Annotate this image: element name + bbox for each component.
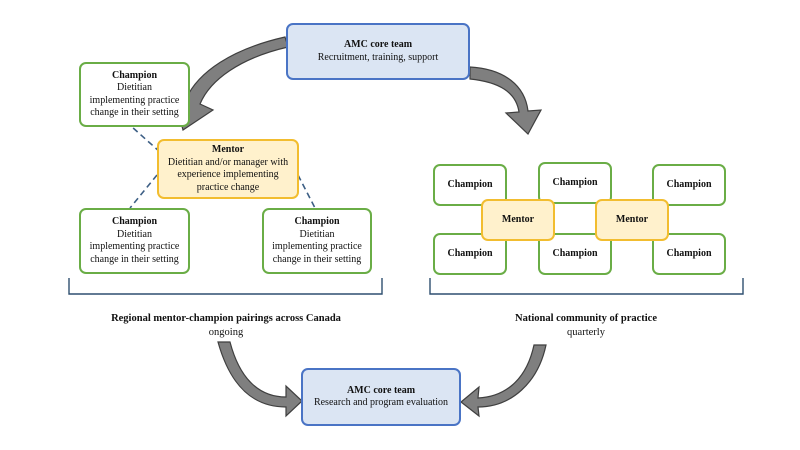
regional-champion-left-line-3: change in their setting: [90, 253, 179, 265]
regional-caption-title: Regional mentor-champion pairings across…: [111, 313, 341, 324]
national-caption-title: National community of practice: [514, 313, 658, 324]
regional-champion-top-title: Champion: [111, 69, 157, 81]
bracket-regional: [68, 278, 383, 295]
core-team-bottom-title: AMC core team: [346, 384, 416, 396]
regional-champion-right-line-2: implementing practice: [272, 241, 362, 252]
regional-caption: Regional mentor-champion pairings across…: [60, 312, 392, 340]
regional-champion-right-line-1: Dietitian: [299, 228, 335, 240]
arrow-bottom-left: [217, 341, 303, 418]
regional-champion-top-line-1: Dietitian: [117, 82, 152, 93]
national-mentor-2: Mentor: [595, 199, 669, 241]
regional-mentor-line-1: Dietitian and/or manager with: [167, 156, 289, 168]
regional-champion-right-line-3: change in their setting: [272, 253, 362, 265]
national-champion-2-label: Champion: [552, 176, 598, 188]
bracket-national: [429, 278, 744, 295]
national-champion-2: Champion: [538, 162, 612, 204]
dashed-link-top: [131, 126, 161, 153]
regional-mentor-line-3: practice change: [196, 181, 260, 193]
regional-champion-left-box: Champion Dietitian implementing practice…: [79, 208, 190, 274]
regional-champion-top-box: Champion Dietitian implementing practice…: [79, 62, 190, 127]
national-caption-sub: quarterly: [567, 327, 605, 338]
core-team-top-title: AMC core team: [343, 39, 413, 50]
national-champion-5-label: Champion: [552, 247, 598, 259]
arrow-top-left: [172, 36, 289, 131]
arrow-top-right: [469, 66, 543, 135]
arrow-bottom-right: [460, 344, 547, 418]
national-champion-1-label: Champion: [447, 178, 493, 190]
national-mentor-1-label: Mentor: [501, 213, 535, 225]
core-team-bottom-subtitle: Research and program evaluation: [313, 397, 449, 408]
core-team-bottom-box: AMC core team Research and program evalu…: [301, 368, 461, 426]
regional-champion-left-title: Champion: [111, 216, 157, 227]
regional-champion-right-title: Champion: [294, 216, 340, 227]
core-team-top-box: AMC core team Recruitment, training, sup…: [286, 23, 470, 80]
regional-champion-top-line-2: implementing practice: [89, 94, 180, 106]
national-mentor-2-label: Mentor: [615, 213, 649, 225]
regional-champion-left-line-2: implementing practice: [89, 241, 180, 252]
core-team-top-subtitle: Recruitment, training, support: [317, 51, 439, 63]
dashed-link-left: [129, 174, 158, 209]
national-champion-4-label: Champion: [447, 247, 493, 259]
regional-caption-sub: ongoing: [208, 327, 244, 338]
national-caption: National community of practice quarterly: [440, 312, 732, 340]
regional-champion-right-box: Champion Dietitian implementing practice…: [262, 208, 372, 274]
regional-mentor-title: Mentor: [211, 144, 245, 155]
regional-champion-left-line-1: Dietitian: [117, 228, 152, 240]
national-champion-6-label: Champion: [666, 247, 712, 259]
national-champion-3-label: Champion: [666, 178, 712, 190]
national-champion-3: Champion: [652, 164, 726, 206]
regional-champion-top-line-3: change in their setting: [90, 107, 179, 118]
national-mentor-1: Mentor: [481, 199, 555, 241]
regional-mentor-line-2: experience implementing: [177, 169, 279, 180]
dashed-link-right: [297, 174, 316, 209]
regional-mentor-box: Mentor Dietitian and/or manager with exp…: [157, 139, 299, 199]
